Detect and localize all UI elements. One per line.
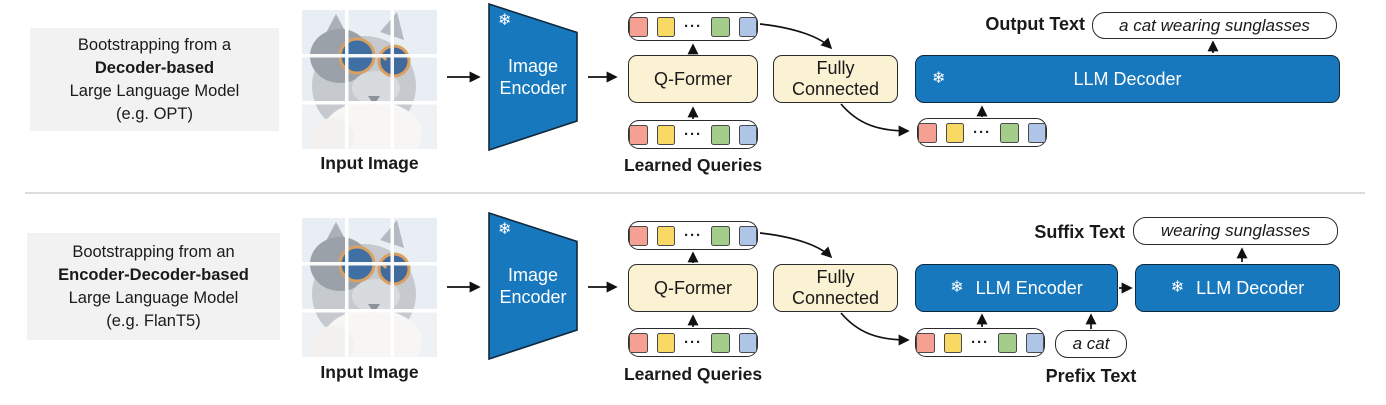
qformer-label: Q-Former	[654, 277, 732, 298]
ellipsis-dots: ···	[684, 226, 702, 244]
cat-photo-illustration	[302, 10, 437, 149]
fully-connected-label-line: Fully	[816, 58, 855, 78]
token-square-blue	[1027, 122, 1046, 143]
query-token-pill: ···	[628, 328, 758, 357]
ellipsis-dots: ···	[684, 333, 702, 351]
input-image-cat	[302, 218, 437, 357]
query-token-pill: ···	[628, 120, 758, 149]
fully-connected-label-line: Connected	[791, 288, 880, 308]
ellipsis-dots: ···	[684, 125, 702, 143]
image-encoder-label: Image Encoder	[488, 55, 578, 99]
query-token-pill: ···	[628, 221, 758, 250]
frozen-snowflake-icon: ❄	[498, 12, 512, 29]
caption-encoder-decoder-based: Bootstrapping from an Encoder-Decoder-ba…	[27, 233, 280, 340]
fully-connected-block: Fully Connected	[773, 264, 898, 312]
ellipsis-dots: ···	[971, 333, 989, 351]
learned-queries-label: Learned Queries	[623, 364, 763, 384]
token-square-green	[711, 16, 730, 37]
frozen-snowflake-icon: ❄	[932, 70, 946, 87]
arrow-queries-to-fc	[759, 23, 833, 50]
ellipsis-dots: ···	[684, 17, 702, 35]
arrow-queries-to-fc	[759, 232, 833, 259]
qformer-label: Q-Former	[654, 68, 732, 89]
output-text-label: Output Text	[985, 14, 1085, 34]
fully-connected-label-line: Connected	[791, 79, 880, 99]
caption-line: Bootstrapping from an	[72, 242, 235, 261]
fully-connected-label-line: Fully	[816, 267, 855, 287]
caption-line: Bootstrapping from a	[77, 35, 232, 54]
token-square-red	[629, 124, 648, 145]
token-square-yellow	[943, 332, 962, 353]
token-square-yellow	[656, 332, 675, 353]
caption-line-bold: Decoder-based	[94, 58, 215, 77]
image-encoder-block: ❄ Image Encoder	[488, 3, 578, 151]
image-encoder-label-line: Encoder	[499, 78, 567, 98]
qformer-block: Q-Former	[628, 264, 758, 312]
row-divider	[25, 192, 1365, 194]
image-encoder-block: ❄ Image Encoder	[488, 212, 578, 360]
frozen-snowflake-icon: ❄	[498, 221, 512, 238]
input-image-label: Input Image	[320, 153, 419, 173]
llm-decoder-label: LLM Decoder	[1196, 277, 1305, 298]
llm-encoder-label: LLM Encoder	[975, 277, 1083, 298]
token-square-blue	[738, 225, 757, 246]
ellipsis-dots: ···	[973, 123, 991, 141]
token-square-blue	[738, 124, 757, 145]
prefix-text-label: Prefix Text	[1045, 366, 1137, 386]
caption-decoder-based: Bootstrapping from a Decoder-based Large…	[30, 28, 279, 131]
suffix-text-pill: wearing sunglasses	[1133, 217, 1338, 245]
input-image-cat	[302, 10, 437, 149]
llm-decoder-block: ❄ LLM Decoder	[915, 55, 1340, 103]
image-encoder-label-line: Image	[507, 56, 559, 76]
suffix-text-label: Suffix Text	[1034, 222, 1125, 242]
llm-decoder-label: LLM Decoder	[1073, 68, 1182, 89]
token-square-green	[711, 332, 730, 353]
image-encoder-label-line: Image	[507, 265, 559, 285]
arrow-fc-to-tokens	[840, 312, 910, 346]
learned-queries-label: Learned Queries	[623, 155, 763, 175]
input-image-label: Input Image	[320, 362, 419, 382]
token-square-blue	[1025, 332, 1044, 353]
query-token-pill: ···	[917, 118, 1047, 147]
image-encoder-trapezoid	[488, 212, 578, 360]
token-square-green	[711, 124, 730, 145]
image-encoder-label-line: Encoder	[499, 287, 567, 307]
token-square-red	[918, 122, 937, 143]
token-square-red	[629, 225, 648, 246]
token-square-blue	[738, 332, 757, 353]
token-square-yellow	[945, 122, 964, 143]
token-square-blue	[738, 16, 757, 37]
caption-line: (e.g. OPT)	[115, 104, 193, 123]
llm-encoder-block: ❄ LLM Encoder	[915, 264, 1118, 312]
frozen-snowflake-icon: ❄	[950, 279, 964, 296]
caption-line: Large Language Model	[69, 81, 240, 100]
arrow-fc-to-tokens	[840, 103, 910, 137]
token-square-yellow	[656, 225, 675, 246]
token-square-green	[711, 225, 730, 246]
token-square-yellow	[656, 124, 675, 145]
caption-line: (e.g. FlanT5)	[106, 311, 201, 330]
token-square-green	[998, 332, 1017, 353]
caption-line: Large Language Model	[68, 288, 239, 307]
token-square-red	[629, 16, 648, 37]
qformer-block: Q-Former	[628, 55, 758, 103]
output-text-pill: a cat wearing sunglasses	[1092, 12, 1337, 39]
fully-connected-block: Fully Connected	[773, 55, 898, 103]
caption-line-bold: Encoder-Decoder-based	[58, 265, 249, 284]
query-token-pill: ···	[915, 328, 1045, 357]
cat-photo-illustration	[302, 218, 437, 357]
token-square-red	[629, 332, 648, 353]
query-token-pill: ···	[628, 12, 758, 41]
llm-decoder-block: ❄ LLM Decoder	[1135, 264, 1340, 312]
frozen-snowflake-icon: ❄	[1170, 279, 1185, 296]
token-square-yellow	[656, 16, 675, 37]
token-square-red	[916, 332, 935, 353]
token-square-green	[1000, 122, 1019, 143]
image-encoder-trapezoid	[488, 3, 578, 151]
prefix-text-pill: a cat	[1055, 330, 1127, 358]
image-encoder-label: Image Encoder	[488, 264, 578, 308]
